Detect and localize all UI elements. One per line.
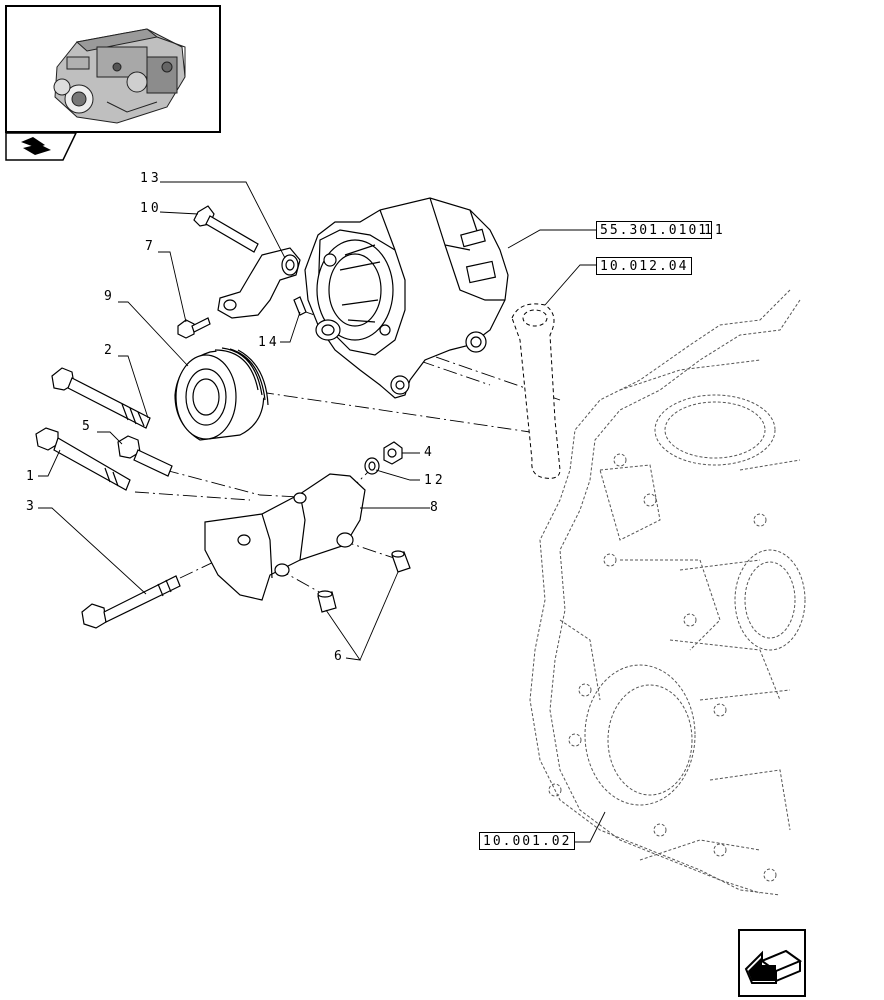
callout-12[interactable]: 12 — [424, 473, 446, 488]
engine-block-outline — [529, 289, 806, 896]
bracket-part-13 — [217, 247, 301, 319]
alternator-reference-link[interactable]: 55.301.0101 — [596, 221, 713, 239]
washer-part-12 — [364, 457, 380, 475]
callout-9[interactable]: 9 — [104, 289, 115, 304]
support-arm — [511, 303, 561, 479]
bolt-part-3 — [81, 575, 181, 629]
callout-5[interactable]: 5 — [82, 419, 93, 434]
callout-7[interactable]: 7 — [145, 239, 156, 254]
engine-cover-reference-link[interactable]: 10.001.02 — [479, 832, 576, 850]
callout-14[interactable]: 14 — [258, 335, 280, 350]
bracket-part-8 — [204, 473, 366, 601]
support-bracket-reference-link[interactable]: 10.012.04 — [596, 257, 693, 275]
parts-book-tab[interactable] — [5, 132, 78, 161]
bolt-part-2 — [51, 367, 151, 429]
pulley-part-9 — [174, 347, 269, 441]
bolt-part-1 — [35, 427, 131, 491]
bolt-part-5 — [117, 435, 173, 477]
engine-thumbnail[interactable] — [5, 5, 221, 133]
callout-11[interactable]: 11 — [704, 223, 726, 238]
bolt-part-7 — [177, 317, 211, 339]
callout-13[interactable]: 13 — [140, 171, 162, 186]
alternator-part-11 — [304, 197, 509, 399]
dowel-part-14 — [293, 296, 307, 316]
previous-page-button[interactable] — [738, 929, 806, 997]
bushings-part-6 — [317, 550, 411, 613]
callout-3[interactable]: 3 — [26, 499, 37, 514]
callout-6[interactable]: 6 — [334, 649, 345, 664]
nut-part-4 — [383, 441, 403, 465]
callout-8[interactable]: 8 — [430, 500, 441, 515]
leader-lines — [38, 181, 606, 843]
bolt-part-10 — [193, 205, 259, 253]
callout-4[interactable]: 4 — [424, 445, 435, 460]
parts-book-icon — [5, 132, 78, 161]
callout-10[interactable]: 10 — [140, 201, 162, 216]
callout-2[interactable]: 2 — [104, 343, 115, 358]
engine-thumbnail-icon — [53, 28, 186, 124]
callout-1[interactable]: 1 — [26, 469, 37, 484]
previous-page-arrow-icon — [744, 949, 803, 984]
